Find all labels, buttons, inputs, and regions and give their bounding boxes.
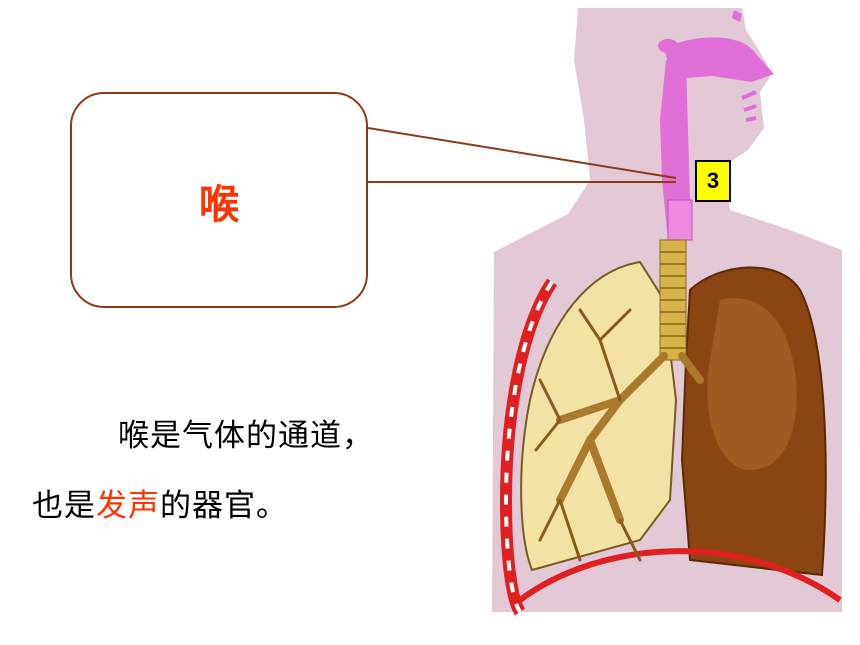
description-line-1: 喉是气体的通道， [118,418,374,454]
description-line-2: 也是发声的器官。 [32,480,288,525]
diaphragm [518,548,842,603]
nasal-cavity [664,37,774,96]
trachea-rings [660,251,686,349]
nostril-mark [732,10,742,22]
description-line-2-start: 也是 [32,488,96,524]
rib-cage-inner [503,280,554,614]
left-lung-lobe [707,298,797,470]
term-label: 喉 [199,182,239,228]
description-line-2-end: 的器官。 [160,488,288,524]
term-callout: 喉 [70,92,368,308]
mouth-mark [741,90,757,122]
nasal-dot [658,39,678,53]
larynx-number-marker: 3 [695,160,731,202]
bronchioles [534,308,642,562]
highlight-term: 发声 [96,488,160,524]
larynx [667,199,693,241]
pharynx [660,60,692,240]
respiratory-system-diagram [492,8,842,616]
